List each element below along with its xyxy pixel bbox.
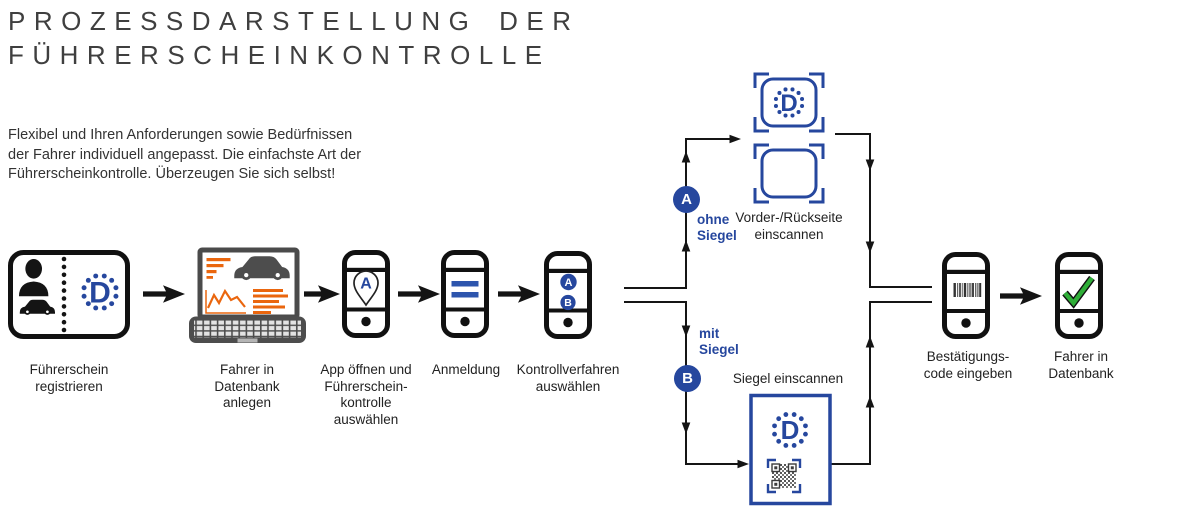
select-letter-a: A xyxy=(565,277,573,289)
login-field-bar xyxy=(451,281,479,287)
license-card-icon: D xyxy=(8,250,130,339)
step-label-1: Führerschein registrieren xyxy=(29,362,109,394)
flow-arrow xyxy=(304,285,340,303)
qr-finder xyxy=(771,479,781,489)
qr-finder xyxy=(771,463,781,473)
trackpad xyxy=(237,338,258,343)
qr-finder xyxy=(787,463,797,473)
home-button xyxy=(361,316,371,327)
laptop-icon xyxy=(189,247,306,343)
arrowhead-right xyxy=(737,459,749,469)
eu-license-emblem: D xyxy=(773,87,805,118)
license-letter: D xyxy=(89,277,111,310)
keyboard-keys xyxy=(194,320,301,338)
branch-a-badge: A xyxy=(673,186,700,213)
arrowhead-right xyxy=(729,134,741,144)
home-button xyxy=(1074,318,1084,328)
flow-arrow xyxy=(143,285,185,303)
seal-label: Siegel einscannen xyxy=(732,371,844,386)
intro-text: Flexibel und Ihren Anforderungen sowie B… xyxy=(8,127,362,182)
step-label-6: Bestätigungs- code eingeben xyxy=(923,349,1013,381)
checkmark-icon xyxy=(1062,275,1095,309)
map-pin-icon xyxy=(353,270,379,307)
arrowhead-up xyxy=(681,240,691,252)
text-lines-bottom xyxy=(253,289,288,314)
phone-app-icon: A xyxy=(342,250,390,338)
eu-license-emblem: D xyxy=(81,273,119,311)
option-b-badge xyxy=(560,294,576,311)
home-button xyxy=(961,318,971,328)
arrowhead-up xyxy=(865,336,875,348)
line-chart xyxy=(205,288,246,314)
phone-done-icon xyxy=(1055,252,1103,339)
step-label-4: Anmeldung xyxy=(431,362,501,377)
qr-code-icon xyxy=(766,458,802,494)
scan-frame-back xyxy=(753,143,825,204)
step-label-2: Fahrer in Datenbank anlegen xyxy=(214,362,280,410)
branch-b-badge: B xyxy=(674,365,701,392)
scan-front-letter: D xyxy=(780,90,797,117)
scan-frames-icon: D xyxy=(753,72,825,204)
branch-b-label: mit Siegel xyxy=(699,326,739,357)
return-b-line xyxy=(830,301,932,465)
phone-select-icon: A B xyxy=(544,251,592,339)
dotted-divider xyxy=(61,256,67,333)
step-label-7: Fahrer in Datenbank xyxy=(1048,349,1114,381)
barcode-icon xyxy=(953,283,982,297)
home-button xyxy=(563,317,573,328)
arrowhead-down xyxy=(865,159,875,171)
scan-frames-label: Vorder-/Rückseite einscannen xyxy=(735,210,843,242)
arrowhead-down xyxy=(681,325,691,337)
step-label-5: Kontrollverfahren auswählen xyxy=(516,362,620,394)
eu-license-emblem: D xyxy=(772,412,808,448)
arrowhead-up xyxy=(681,151,691,163)
step-label-3: App öffnen und Führerschein- kontrolle a… xyxy=(320,362,412,427)
branch-a-label: ohne Siegel xyxy=(697,212,737,243)
arrowhead-up xyxy=(865,396,875,408)
branch-a-line xyxy=(624,138,733,289)
select-letter-b: B xyxy=(564,297,572,309)
flow-arrow xyxy=(1000,287,1042,305)
flow-arrow xyxy=(498,285,540,303)
text-lines-top xyxy=(206,258,231,279)
page-title: PROZESSDARSTELLUNG DER FÜHRERSCHEINKONTR… xyxy=(8,6,580,70)
seal-card-icon: D xyxy=(749,393,832,506)
login-field-bar xyxy=(451,292,479,298)
flow-arrow xyxy=(398,285,440,303)
phone-login-icon xyxy=(441,250,489,338)
phone-code-icon xyxy=(942,252,990,339)
arrowhead-down xyxy=(865,241,875,253)
option-a-badge xyxy=(560,273,577,291)
return-a-line xyxy=(835,133,932,288)
pin-letter: A xyxy=(360,276,372,293)
home-button xyxy=(460,316,470,327)
seal-letter: D xyxy=(781,415,800,445)
scan-frame-front: D xyxy=(753,72,825,133)
arrowhead-down xyxy=(681,422,691,434)
